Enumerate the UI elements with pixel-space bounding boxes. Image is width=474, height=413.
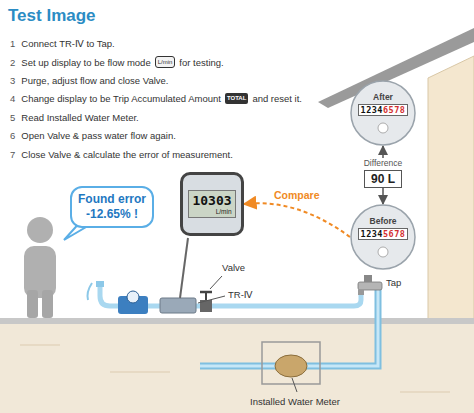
installed-meter [275,355,307,377]
meter-content: After 12346578 [350,92,416,116]
meter-heading: Before [370,216,397,226]
person-leg [42,290,53,318]
compare-arrow [244,203,350,237]
box-heading: Difference [364,158,403,168]
lcd-value: 10303 [192,193,231,208]
step-text: Purge, adjust flow and close Valve. [21,75,168,86]
difference-arrow [382,146,384,158]
meter-heading: After [373,92,393,102]
meter-face [351,205,415,269]
mode-icon: TOTAL [225,93,248,104]
leader-line [198,296,225,303]
person-body [24,246,56,298]
counter-digits: 1234 [361,229,383,239]
lcd-unit: L/min [216,208,232,215]
digit-counter: 12345678 [358,228,409,240]
title: Test Image [8,6,96,26]
step-text: Connect TR-Ⅳ to Tap. [21,38,114,49]
tap-body [358,282,382,290]
soil-line [400,392,450,393]
part-label: Installed Water Meter [250,396,340,407]
part-label: Tap [386,277,401,288]
step-number: 5 [10,112,15,123]
step-row: 4 Change display to be Trip Accumulated A… [10,93,302,104]
water-drop [88,283,93,300]
step-row: 6 Open Valve & pass water flow again. [10,130,176,141]
part-label: TR-Ⅳ [228,289,253,300]
step-number: 7 [10,149,15,160]
step-text: Close Valve & calculate the error of mea… [21,149,233,160]
edge-label: Compare [272,189,322,201]
tr4-body [160,298,196,313]
house-wall [428,56,474,320]
digit-counter: 12346578 [358,104,409,116]
callout-text: Found error -12.65% ! [77,192,147,222]
soil-line [20,345,60,346]
step-row: 2 Set up display to be flow mode L/minfor … [10,56,224,68]
step-text: and reset it. [252,93,302,104]
step-number: 4 [10,93,15,104]
difference-value: 90 L [364,170,402,188]
step-number: 6 [10,130,15,141]
step-row: 1 Connect TR-Ⅳ to Tap. [10,38,115,49]
mode-icon: L/min [155,56,176,68]
water-meter-dial [127,291,139,303]
step-row: 7 Close Valve & calculate the error of me… [10,149,233,160]
part-label: Valve [222,262,245,273]
step-text: Set up display to be flow mode [21,57,150,68]
meter-circle: After 12346578 [350,80,416,146]
display-pole [180,238,188,298]
meter-face [351,81,415,145]
meter-dial [378,123,388,133]
tap-spout [358,290,364,295]
step-number: 1 [10,38,15,49]
callout-bubble: Found error -12.65% ! [70,186,154,228]
leader-line [292,378,297,392]
soil-line [110,372,170,373]
leader-line [210,276,222,289]
meter-circle: Before 12345678 [350,204,416,270]
counter-digits: 6578 [383,105,405,115]
tap-handle [364,275,372,282]
meter-content: Before 12345678 [350,216,416,240]
step-row: 3 Purge, adjust flow and close Valve. [10,75,168,86]
person-leg [27,290,38,318]
difference-box: Difference 90 L [355,158,411,188]
ground-surface [0,318,474,324]
counter-digits: 1234 [361,105,383,115]
step-text: Change display to be Trip Accumulated Am… [21,93,221,104]
lcd-screen: 10303L/min [188,190,235,218]
supply-pipe-inner [200,288,378,366]
step-text: Open Valve & pass water flow again. [21,130,176,141]
supply-pipe [200,288,378,366]
lcd-display: 10303L/min [180,172,244,236]
difference-arrow [382,188,384,204]
step-number: 3 [10,75,15,86]
step-row: 5 Read Installed Water Meter. [10,112,139,123]
counter-digits: 5678 [383,229,405,239]
hose-outlet [96,281,104,287]
step-number: 2 [10,57,15,68]
step-text: Read Installed Water Meter. [21,112,138,123]
step-text: for testing. [179,57,223,68]
person-head [27,217,53,243]
valve-handle [200,291,212,294]
meter-pit [262,342,320,384]
meter-dial [378,247,388,257]
